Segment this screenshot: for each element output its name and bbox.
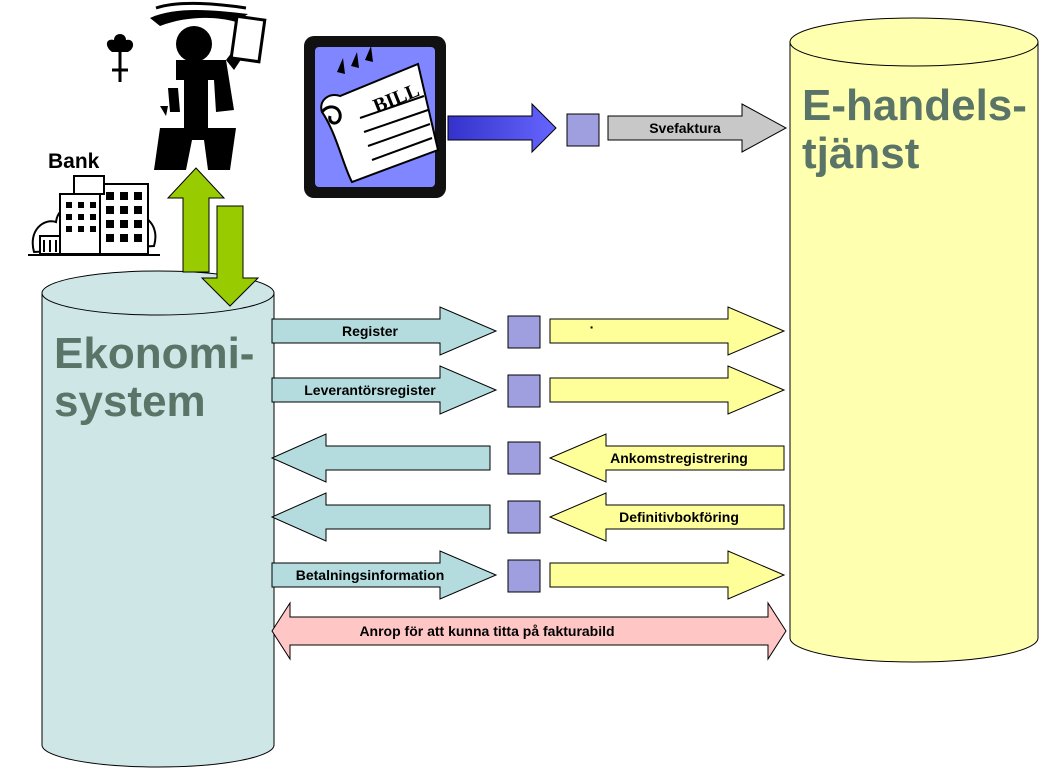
- ekonomisystem-title-line2: system: [54, 377, 206, 426]
- bill-document-icon: BILL: [304, 36, 446, 198]
- anrop-double-arrow: [271, 601, 787, 661]
- ehandelstjanst-title-line2: tjänst: [802, 129, 920, 178]
- ekonomisystem-title-line1: Ekonomi-: [54, 329, 255, 378]
- leverantorsregister-label: Leverantörsregister: [304, 382, 436, 398]
- connector-square-leverantorsregister: [507, 374, 541, 408]
- definitivbokforing-label: Definitivbokföring: [619, 509, 739, 525]
- leverantorsregister-arrow-blue: [271, 365, 498, 415]
- register-arrow-blue: [271, 306, 498, 356]
- betalningsinformation-arrow-yellow: [549, 550, 786, 600]
- connector-square-ankomst: [507, 441, 541, 475]
- green-arrow-up: [166, 167, 226, 273]
- svefaktura-label: Svefaktura: [649, 120, 721, 136]
- ehandelstjanst-title-line1: E-handels-: [802, 81, 1027, 130]
- betalningsinformation-arrow-blue: [271, 550, 498, 600]
- ankomstregistrering-arrow-yellow: [548, 433, 785, 483]
- connector-square-svefaktura: [566, 113, 600, 147]
- ekonomisystem-cylinder: [41, 270, 275, 768]
- connector-square-register: [507, 315, 541, 349]
- bill-arrow: [447, 102, 557, 154]
- definitivbokforing-arrow-yellow: [548, 492, 785, 542]
- definitiv-arrow-blue: [270, 492, 491, 542]
- register-dot-label: ·: [589, 319, 595, 335]
- connector-square-betalning: [507, 559, 541, 593]
- anrop-label: Anrop för att kunna titta på fakturabild: [359, 623, 615, 639]
- bank-label: Bank: [48, 150, 100, 173]
- ehandelstjanst-cylinder: [789, 17, 1039, 663]
- betalningsinformation-label: Betalningsinformation: [295, 567, 445, 583]
- register-arrow-yellow: [549, 306, 786, 356]
- bank-building-icon: [28, 175, 160, 256]
- connector-square-definitiv: [507, 500, 541, 534]
- ankomstregistrering-label: Ankomstregistrering: [610, 450, 748, 466]
- leverantorsregister-arrow-yellow: [549, 365, 786, 415]
- green-arrow-down: [200, 205, 260, 307]
- svefaktura-arrow: [607, 103, 788, 153]
- register-label: Register: [341, 323, 399, 339]
- ankomst-arrow-blue: [270, 433, 491, 483]
- person-holding-document-icon: [106, 1, 267, 170]
